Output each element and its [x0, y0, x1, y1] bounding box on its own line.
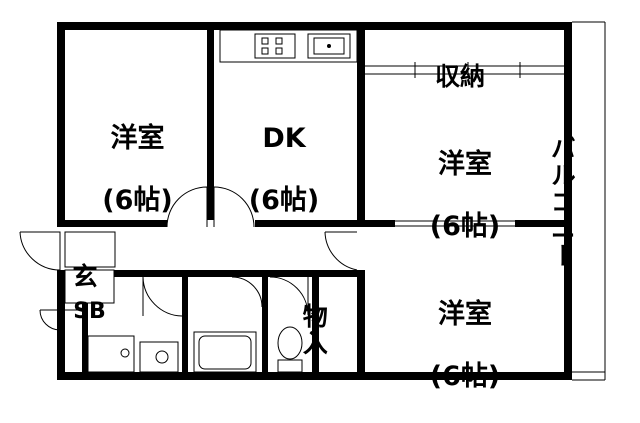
room-name: SB: [73, 299, 106, 325]
room-label-closet: 物入: [299, 290, 356, 370]
room-size: (6帖): [429, 211, 501, 243]
room-name: バルコニー: [547, 134, 577, 270]
thin-lines: [19, 21, 606, 381]
toilet-icon: [277, 326, 303, 373]
room-size: (6帖): [248, 185, 320, 217]
room-label-western-top-left: 洋室 (6帖): [80, 92, 195, 247]
walls: [57, 22, 572, 380]
room-name: 収納: [434, 61, 485, 91]
room-label-western-bottom-right: 洋室 (6帖): [400, 268, 530, 423]
washing-machine-icon: [87, 335, 135, 373]
balcony-label: バルコニー: [547, 112, 604, 292]
room-size: (6帖): [102, 185, 173, 217]
room-name: 洋室: [438, 299, 492, 331]
room-size: (6帖): [429, 361, 501, 393]
room-name: 洋室: [438, 149, 492, 181]
room-label-dk: DK (6帖): [224, 92, 344, 247]
room-name: 洋室: [110, 123, 165, 155]
floor-plan: [19, 21, 606, 381]
room-label-western-top-right: 洋室 (6帖): [400, 118, 530, 273]
room-label-shoe-box: SB: [65, 274, 114, 325]
room-label-entrance: 玄: [65, 234, 105, 292]
room-name: 玄: [72, 261, 98, 291]
sink-icon: [307, 33, 351, 59]
room-name: DK: [262, 123, 306, 155]
room-name: 物入: [299, 303, 329, 357]
stove-icon: [219, 29, 358, 63]
room-label-storage: 収納: [405, 34, 515, 120]
bathtub-icon: [193, 331, 257, 373]
washbasin-icon: [139, 341, 179, 373]
